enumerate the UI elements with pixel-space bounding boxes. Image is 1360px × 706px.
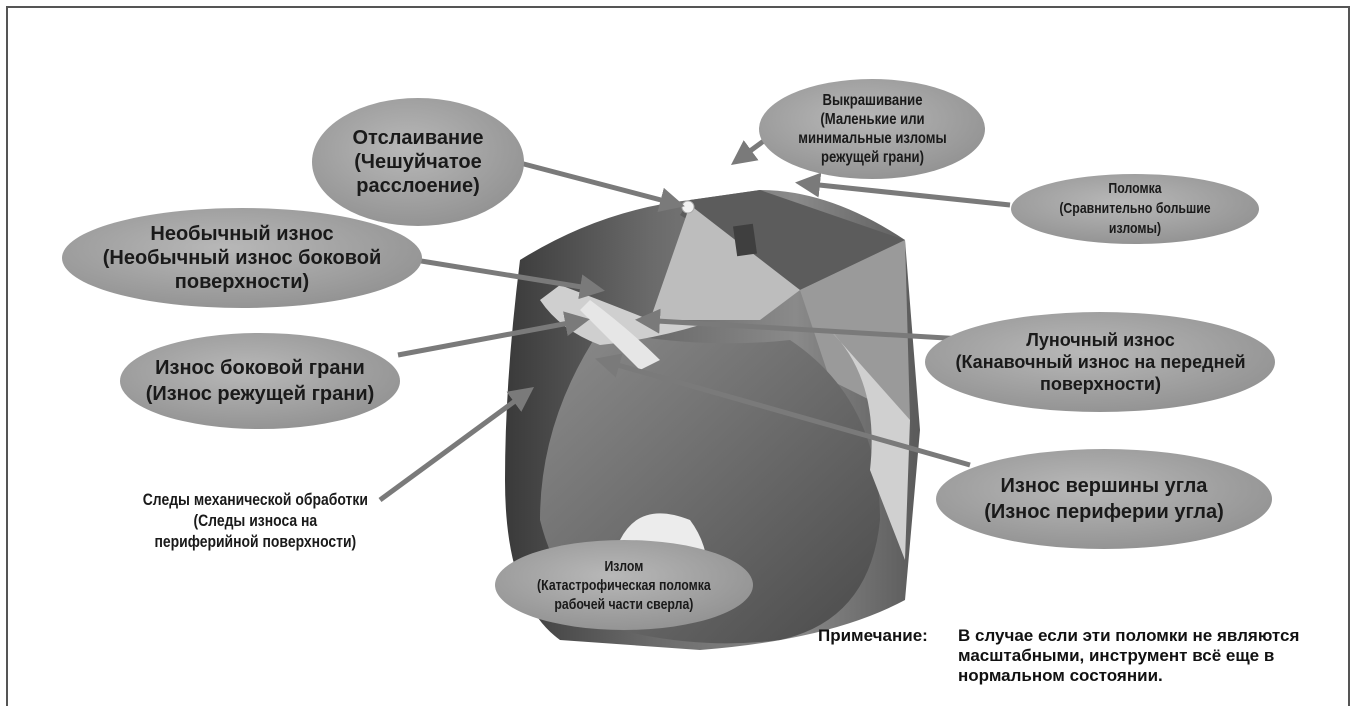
arrows (378, 137, 1011, 503)
label-lunochny: Луночный износ (Канавочный износ на пере… (928, 318, 1273, 406)
label-izlom: Излом (Катастрофическая поломка рабочей … (495, 548, 753, 622)
diagram-frame (6, 6, 1350, 706)
ellipse-izlom (495, 540, 753, 630)
label-vykrashivanie: Выкрашивание (Маленькие или минимальные … (758, 84, 986, 174)
label-lunochny-text: Луночный износ (Канавочный износ на пере… (955, 330, 1246, 394)
label-vershina: Износ вершины угла (Износ периферии угла… (938, 468, 1270, 530)
label-sledy: Следы механической обработки (Следы изно… (105, 480, 405, 560)
arrow-vykrashivanie (730, 137, 767, 165)
note-line2: масштабными, инструмент всё еще в (958, 646, 1275, 665)
label-vershina-text: Износ вершины угла (Износ периферии угла… (984, 475, 1224, 523)
arrow-otslaivanie (519, 160, 685, 213)
label-polomka-text: Поломка (Сравнительно большие изломы) (1059, 180, 1211, 237)
label-vykrashivanie-text: Выкрашивание (Маленькие или минимальные … (797, 92, 947, 166)
arrow-sledy (378, 387, 535, 503)
ellipse-lunochny (925, 312, 1275, 412)
ellipse-otslaivanie (312, 98, 524, 226)
label-ellipses (62, 79, 1275, 630)
label-polomka: Поломка (Сравнительно большие изломы) (1010, 180, 1260, 238)
label-otslaivanie-text: Отслаивание (Чешуйчатое расслоение) (352, 127, 484, 197)
label-neobychny: Необычный износ (Необычный износ боковой… (62, 214, 422, 302)
label-bokovaya-text: Износ боковой грани (Износ режущей грани… (145, 357, 375, 405)
note-line1: В случае если эти поломки не являются (958, 626, 1300, 645)
arrow-lunochny (635, 308, 981, 343)
label-izlom-text: Излом (Катастрофическая поломка рабочей … (537, 557, 711, 613)
arrow-bokovaya (397, 311, 590, 358)
label-neobychny-text: Необычный износ (Необычный износ боковой… (102, 223, 382, 293)
note-prefix: Примечание: (818, 626, 928, 645)
ellipse-neobychny (62, 208, 422, 308)
arrow-neobychny (414, 257, 605, 300)
label-otslaivanie: Отслаивание (Чешуйчатое расслоение) (318, 114, 518, 210)
label-bokovaya: Износ боковой грани (Износ режущей грани… (122, 350, 398, 412)
ellipse-vykrashivanie (759, 79, 985, 179)
ellipse-vershina (936, 449, 1272, 549)
ellipse-polomka (1011, 174, 1259, 244)
arrow-vershina (595, 353, 971, 468)
label-sledy-text: Следы механической обработки (Следы изно… (142, 489, 368, 551)
ellipse-bokovaya (120, 333, 400, 429)
arrow-polomka (795, 172, 1011, 208)
note-line3: нормальном состоянии. (958, 666, 1163, 685)
note: Примечание: В случае если эти поломки не … (818, 626, 1358, 686)
